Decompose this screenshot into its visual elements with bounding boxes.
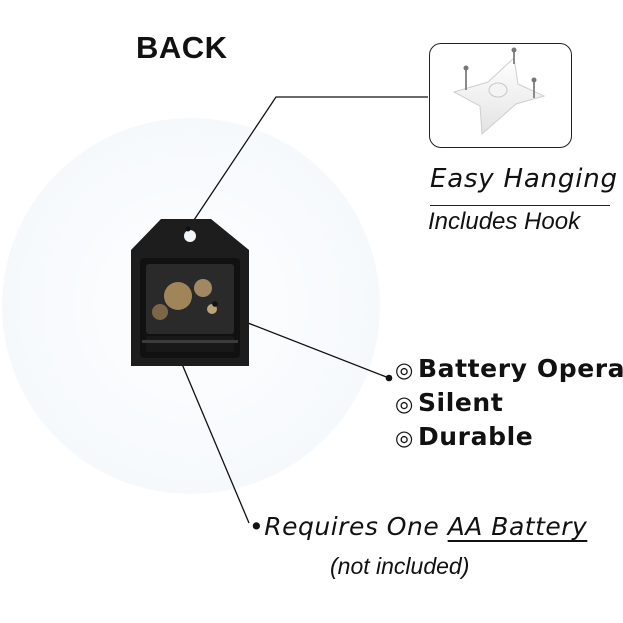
feature-item-silent: ◎Silent [395, 390, 503, 415]
feature-label: Durable [417, 422, 534, 451]
double-circle-icon: ◎ [395, 358, 414, 382]
double-circle-icon: ◎ [395, 392, 414, 416]
caption-divider [430, 205, 610, 206]
hook-image-box [429, 43, 572, 148]
feature-label: Battery Opera [417, 354, 623, 383]
battery-pointer-line [173, 344, 250, 524]
page-title: BACK [136, 30, 228, 65]
hook-caption-line2: Includes Hook [428, 208, 581, 235]
clock-movement-icon [131, 219, 393, 382]
battery-requirement: •Requires One AA Battery [249, 514, 587, 539]
hanging-hook-icon [452, 47, 546, 136]
battery-type: AA Battery [447, 512, 588, 541]
feature-pointer-line [229, 315, 390, 379]
feature-item-battery-operated: ◎Battery Opera [395, 356, 623, 381]
hook-caption-line1: Easy Hanging [430, 164, 618, 194]
double-circle-icon: ◎ [395, 426, 414, 450]
battery-note: (not included) [330, 553, 470, 579]
feature-label: Silent [417, 388, 504, 417]
battery-prefix: Requires One [264, 512, 448, 541]
feature-item-durable: ◎Durable [395, 424, 533, 449]
hook-pointer-line [189, 96, 428, 227]
bullet-dot-icon: • [249, 512, 265, 541]
